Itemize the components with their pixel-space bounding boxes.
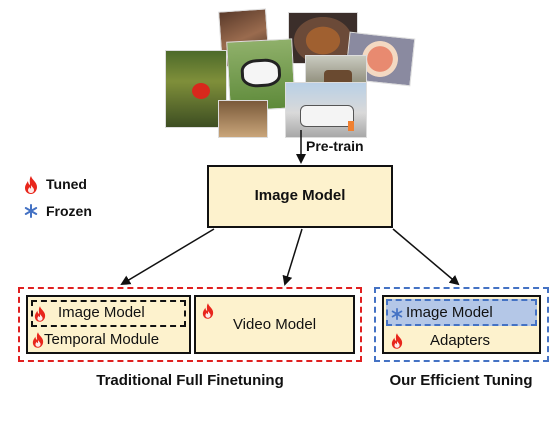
pretrained-image-model-label: Image Model bbox=[254, 187, 346, 204]
collage-image-ladybug bbox=[165, 50, 227, 128]
efficient-model-box: Image Model Adapters bbox=[382, 295, 541, 354]
video-model-box: Video Model bbox=[194, 295, 355, 354]
pretrained-image-model-box: Image Model bbox=[207, 165, 393, 228]
arrow-to-traditional-left bbox=[120, 228, 215, 286]
traditional-caption: Traditional Full Finetuning bbox=[96, 372, 284, 389]
legend-frozen-label: Frozen bbox=[46, 203, 92, 219]
traditional-group bbox=[18, 287, 362, 362]
collage-image-police-car bbox=[285, 82, 367, 138]
arrow-to-efficient bbox=[392, 228, 460, 286]
pretrain-image-collage bbox=[160, 8, 416, 140]
traditional-image-temporal-box: Image Model Temporal Module bbox=[26, 295, 191, 354]
legend-tuned-label: Tuned bbox=[46, 176, 87, 192]
collage-image-puppy bbox=[218, 100, 268, 138]
legend: Tuned Frozen bbox=[24, 175, 134, 225]
pretrain-label: Pre-train bbox=[306, 138, 364, 154]
efficient-image-model-label: Image Model bbox=[406, 304, 493, 321]
arrow-to-video-model bbox=[282, 228, 303, 286]
efficient-caption: Our Efficient Tuning bbox=[389, 372, 533, 389]
efficient-group bbox=[374, 287, 549, 362]
adapters-label: Adapters bbox=[430, 332, 491, 349]
video-model-label: Video Model bbox=[232, 316, 317, 333]
traditional-image-model-label: Image Model bbox=[58, 304, 145, 321]
efficient-image-model-frozen bbox=[386, 299, 537, 326]
traditional-image-model-frozen-region bbox=[31, 300, 186, 327]
temporal-module-label: Temporal Module bbox=[44, 331, 160, 348]
